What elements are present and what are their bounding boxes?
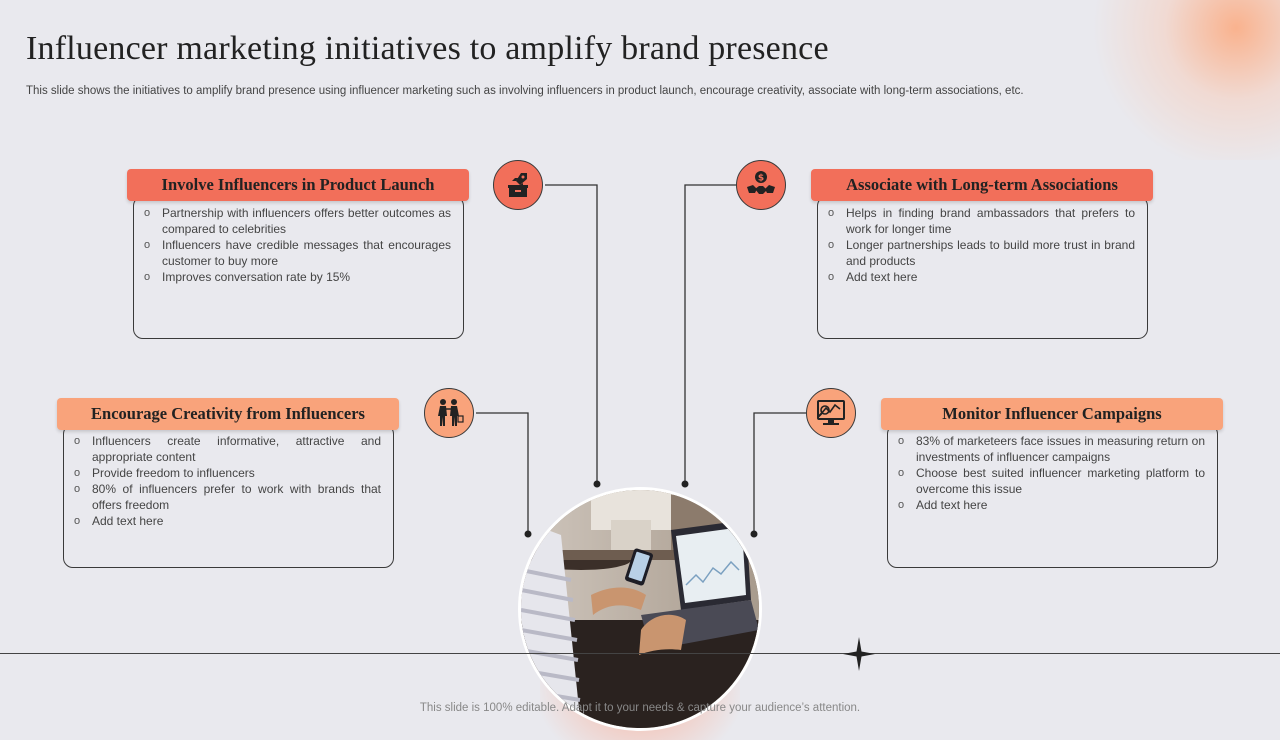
svg-text:$: $ <box>758 174 764 184</box>
bullet-list: 83% of marketeers face issues in measuri… <box>898 433 1205 513</box>
bullet-item: Influencers create informative, attracti… <box>74 433 381 465</box>
connector-dot <box>681 480 689 488</box>
laptop-phone-photo <box>518 487 762 731</box>
bullet-item: Partnership with influencers offers bett… <box>144 205 451 237</box>
bullet-list: Partnership with influencers offers bett… <box>144 205 451 285</box>
card-heading-creativity: Encourage Creativity from Influencers <box>57 398 399 430</box>
connector-lines <box>476 184 806 538</box>
monitor-analytics-icon <box>806 388 856 438</box>
bullet-item: Helps in finding brand ambassadors that … <box>828 205 1135 237</box>
bullet-item: Add text here <box>828 269 1135 285</box>
bullet-item: Choose best suited influencer marketing … <box>898 465 1205 497</box>
card-monitor: 83% of marketeers face issues in measuri… <box>887 424 1218 568</box>
connector-dot <box>750 530 758 538</box>
connector-dot <box>524 530 532 538</box>
people-icon <box>424 388 474 438</box>
bullet-item: 80% of influencers prefer to work with b… <box>74 481 381 513</box>
bullet-item: Influencers have credible messages that … <box>144 237 451 269</box>
background-glow-top-right <box>1080 0 1280 160</box>
connector-dot <box>593 480 601 488</box>
connector-product-launch <box>545 184 598 484</box>
bullet-item: Add text here <box>898 497 1205 513</box>
bullet-item: Provide freedom to influencers <box>74 465 381 481</box>
bullet-list: Helps in finding brand ambassadors that … <box>828 205 1135 285</box>
card-heading-monitor: Monitor Influencer Campaigns <box>881 398 1223 430</box>
slide-title: Influencer marketing initiatives to ampl… <box>26 30 829 67</box>
bullet-list: Influencers create informative, attracti… <box>74 433 381 529</box>
connector-creativity <box>476 412 529 534</box>
bottom-divider-line <box>0 653 1280 654</box>
slide-footer: This slide is 100% editable. Adapt it to… <box>419 702 861 714</box>
bullet-item: Improves conversation rate by 15% <box>144 269 451 285</box>
card-heading-product-launch: Involve Influencers in Product Launch <box>127 169 469 201</box>
rocket-box-icon <box>493 160 543 210</box>
bullet-item: Add text here <box>74 513 381 529</box>
handshake-dollar-icon: $ <box>736 160 786 210</box>
slide-subtitle: This slide shows the initiatives to ampl… <box>26 85 1024 97</box>
card-creativity: Influencers create informative, attracti… <box>63 424 394 568</box>
connector-monitor <box>753 412 806 534</box>
sparkle-icon <box>843 637 875 671</box>
bullet-item: Longer partnerships leads to build more … <box>828 237 1135 269</box>
card-heading-long-term: Associate with Long-term Associations <box>811 169 1153 201</box>
card-product-launch: Partnership with influencers offers bett… <box>133 196 464 339</box>
bullet-item: 83% of marketeers face issues in measuri… <box>898 433 1205 465</box>
card-long-term: Helps in finding brand ambassadors that … <box>817 196 1148 339</box>
connector-long-term <box>684 184 736 484</box>
